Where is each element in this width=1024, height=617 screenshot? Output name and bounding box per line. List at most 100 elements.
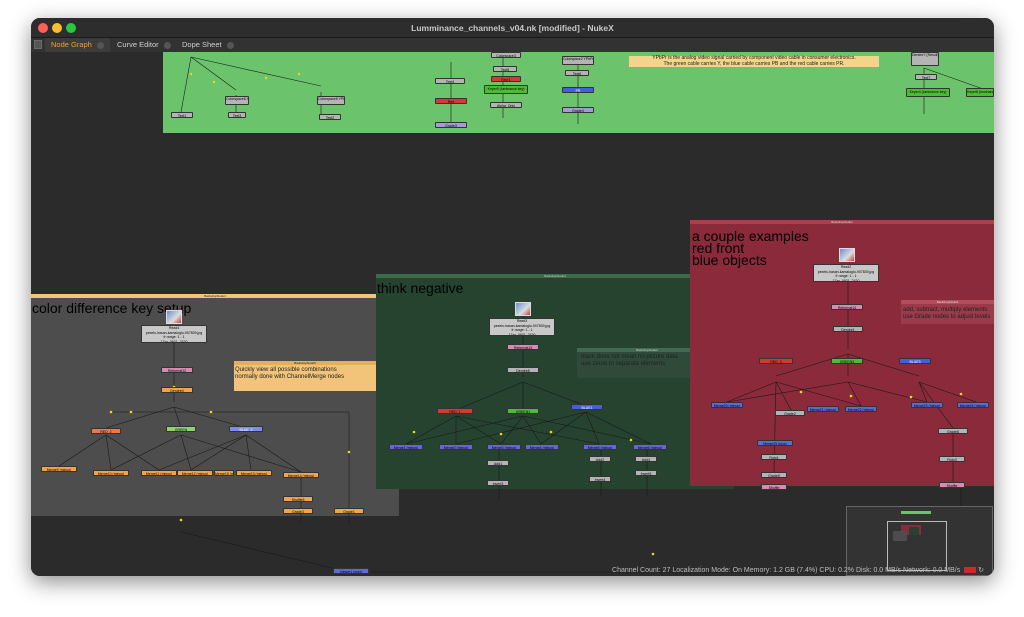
node-text5[interactable]: Text5 — [493, 66, 517, 72]
node-colorspace5[interactable]: Colorspace5 YPbPr — [317, 96, 345, 105]
node-keyer8[interactable]: Keyer8 (luminance key) — [966, 88, 994, 97]
node-red2[interactable]: RED_2 — [91, 428, 121, 434]
read3-thumbnail — [515, 302, 531, 316]
backdrop-left-note[interactable]: BackdropNode5 — [234, 361, 376, 391]
node-merge25[interactable]: Merge25 (plus) — [757, 440, 793, 446]
node-merge10[interactable]: Merge10 (minus) — [93, 470, 129, 476]
node-invert3[interactable]: Invert3 — [487, 480, 509, 486]
node-read2[interactable]: Read2 pexels-hasan-kamaloglu-907839.jpg … — [813, 264, 879, 282]
node-invert4[interactable]: Invert4 — [589, 476, 611, 482]
node-keyer4[interactable]: Keyer4 (luminance key) — [906, 88, 950, 97]
node-dendre1[interactable]: Dendre1 — [833, 326, 863, 332]
node-text2[interactable]: Text2 — [319, 114, 341, 120]
node-text1[interactable]: Text1 — [171, 112, 193, 118]
backdrop-middle[interactable]: BackdropNode3 — [376, 274, 734, 489]
node-merge1[interactable]: Merge1 (minus) — [389, 444, 423, 450]
node-merge15[interactable]: Merge15 (minus) — [214, 470, 234, 476]
node-dendre7[interactable]: Dendre7 (Result) RGB — [911, 52, 939, 66]
node-reformat13[interactable]: Reformat13 — [507, 344, 539, 350]
node-blue2[interactable]: BLUE_2 — [229, 426, 263, 432]
node-red[interactable]: Red — [435, 98, 467, 104]
title-bar: Lumminance_channels_v04.nk [modified] - … — [31, 18, 994, 38]
refresh-icon[interactable]: ↻ — [978, 567, 984, 574]
node-merge12[interactable]: Merge12 (minus) — [177, 470, 213, 476]
node-reformat12[interactable]: Reformat12 — [161, 367, 193, 373]
node-dendre5[interactable]: Dendre5 — [507, 367, 539, 373]
node-green3[interactable]: GREEN3 — [831, 358, 863, 364]
node-merge14[interactable]: Merge14 (minus) — [283, 472, 319, 478]
node-red1[interactable]: Red 1 — [491, 76, 521, 82]
node-merge21[interactable]: Merge21 (minus) — [807, 406, 839, 412]
node-merge22[interactable]: Merge22 (minus) — [845, 406, 877, 412]
node-merge4[interactable]: Merge4 (minus) — [525, 444, 559, 450]
read4-thumbnail — [166, 310, 182, 324]
node-viewer1[interactable]: Viewer1 (over) — [333, 568, 369, 574]
node-text3[interactable]: Text3 — [228, 112, 246, 118]
node-merge6[interactable]: Merge6 (minus) — [633, 444, 667, 450]
node-grade4[interactable]: Grade4 — [562, 107, 594, 113]
panel-menu-icon[interactable] — [34, 40, 42, 49]
node-alpha-only[interactable]: Alpha_Only — [490, 102, 522, 108]
node-roto1[interactable]: Roto1 — [761, 454, 787, 460]
backdrop-right-note[interactable]: BackdropNode6 — [901, 300, 994, 324]
node-grade5[interactable]: Grade5 — [761, 472, 787, 478]
node-red1-middle[interactable]: RED_1 — [437, 408, 473, 414]
close-tab-icon[interactable] — [226, 41, 234, 49]
node-merge9[interactable]: Merge9 (minus) — [41, 466, 77, 472]
node-merge11[interactable]: Merge11 (minus) — [141, 470, 177, 476]
node-merge23[interactable]: Merge23 (minus) — [911, 402, 943, 408]
node-red3[interactable]: RED_3 — [759, 358, 793, 364]
node-text4[interactable]: Text4 — [435, 78, 465, 84]
node-blue1[interactable]: BLUE1 — [571, 404, 603, 410]
node-read3[interactable]: Read3 pexels-hasan-kamaloglu-907839.jpg … — [489, 318, 555, 336]
node-green1[interactable]: GREEN1 — [507, 408, 539, 414]
node-read4[interactable]: Read4 pexels-hasan-kamaloglu-907839.jpg … — [141, 325, 207, 343]
node-dendre4[interactable]: Dendre4 — [161, 387, 193, 393]
tab-label: Dope Sheet — [182, 40, 222, 49]
node-colorspace3[interactable]: Colorspace3 — [491, 52, 521, 58]
node-green[interactable]: GREEN — [166, 426, 196, 432]
node-colorspace2[interactable]: Colorspace2 YPbPr — [562, 56, 594, 65]
node-merge20[interactable]: Merge20 (minus) — [711, 402, 743, 408]
navigator-minimap[interactable] — [846, 506, 993, 576]
node-pr[interactable]: PR — [562, 87, 594, 93]
tab-node-graph[interactable]: Node Graph — [45, 38, 110, 52]
backdrop-label: BackdropNode1 — [690, 220, 994, 224]
tab-curve-editor[interactable]: Curve Editor — [111, 38, 177, 52]
close-window-button[interactable] — [38, 23, 48, 33]
left-note-text: Quickly view all possible combinations n… — [235, 367, 345, 380]
node-blue3[interactable]: BLUE3 — [899, 358, 931, 364]
node-keyer5[interactable]: Keyer5 (luminance key) — [484, 85, 528, 94]
node-reformat14[interactable]: Reformat14 — [831, 304, 863, 310]
node-merge24[interactable]: Merge24 (minus) — [957, 402, 989, 408]
node-grade3-left[interactable]: Grade3 — [283, 508, 313, 514]
node-add4[interactable]: Add4 — [635, 456, 657, 462]
close-tab-icon[interactable] — [96, 41, 104, 49]
node-graph-canvas[interactable]: YPbPr is the analog video signal carried… — [31, 52, 994, 576]
node-text7[interactable]: Text7 — [915, 74, 937, 80]
node-shuffle-2[interactable]: Shuffle — [939, 482, 965, 488]
node-merge3[interactable]: Merge3 (minus) — [487, 444, 521, 450]
node-colorspace6[interactable]: Colorspace6 HSV — [225, 96, 249, 105]
node-merge13[interactable]: Merge13 (minus) — [236, 470, 272, 476]
node-text6[interactable]: Text6 — [565, 70, 589, 76]
window-title: Lumminance_channels_v04.nk [modified] - … — [411, 23, 614, 33]
zoom-window-button[interactable] — [66, 23, 76, 33]
node-shuffle5[interactable]: Shuffle5 — [283, 496, 313, 502]
backdrop-label: BackdropNode3 — [376, 274, 734, 278]
node-add2[interactable]: Add2 — [589, 456, 611, 462]
tab-dope-sheet[interactable]: Dope Sheet — [176, 38, 240, 52]
node-merge2[interactable]: Merge2 (minus) — [439, 444, 473, 450]
node-grade1[interactable]: Grade1 — [334, 508, 364, 514]
close-tab-icon[interactable] — [163, 41, 171, 49]
node-roto3[interactable]: Roto3 — [939, 456, 965, 462]
node-invert5[interactable]: Invert5 — [635, 470, 657, 476]
node-grade6[interactable]: Grade6 — [938, 428, 968, 434]
node-shuffle[interactable]: Shuffle — [761, 484, 787, 490]
node-grade3-top[interactable]: Grade3 — [435, 122, 467, 128]
node-grade2[interactable]: Grade2 — [775, 410, 805, 416]
minimize-window-button[interactable] — [52, 23, 62, 33]
node-add1[interactable]: Add1 — [487, 460, 509, 466]
backdrop-left[interactable]: BackdropNode4 — [31, 294, 399, 516]
node-merge5[interactable]: Merge5 (minus) — [583, 444, 617, 450]
